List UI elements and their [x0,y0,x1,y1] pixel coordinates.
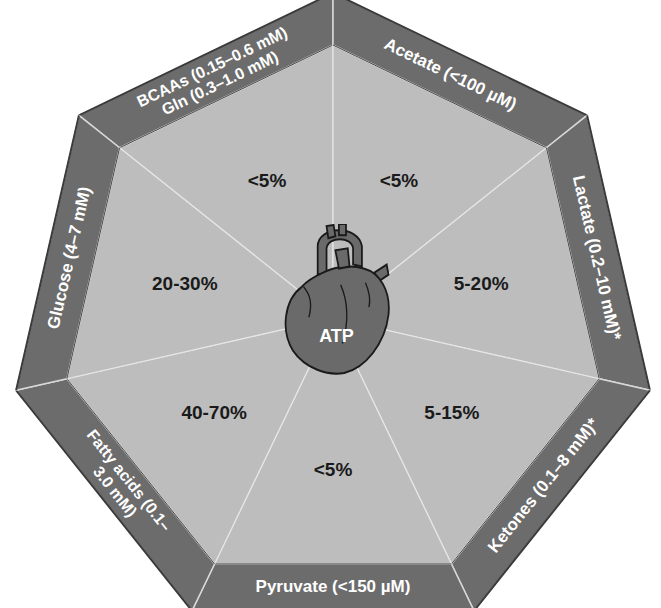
heart-part [327,225,336,238]
band-segment [192,564,474,608]
percentage-value: <5% [380,170,419,192]
atp-label: ATP [319,326,354,347]
heart-part [339,224,346,235]
heart-illustration: ATP [277,224,392,376]
inner-edge [215,563,452,564]
percentage-value: <5% [314,459,353,481]
band-segment [546,115,649,390]
outer-edge [16,390,192,608]
band-label-group: Pyruvate (<150 µM) [256,578,411,597]
band-segment [451,379,649,608]
substrate-label: Pyruvate (<150 µM) [256,578,411,597]
heart-shape [277,224,392,376]
percentage-value: 5-20% [454,273,509,295]
percentage-value: <5% [248,170,287,192]
outer-edge [333,0,587,115]
band-segment [79,0,333,148]
percentage-value: 20-30% [152,273,218,295]
outer-edge [474,390,650,608]
heart-line [365,283,369,307]
heart-part [335,248,349,268]
heart-part [286,266,389,373]
percentage-value: 5-15% [424,402,479,424]
band-segment [16,115,119,390]
percentage-value: 40-70% [181,402,247,424]
band-segment [333,0,587,148]
heart-line [304,287,311,317]
